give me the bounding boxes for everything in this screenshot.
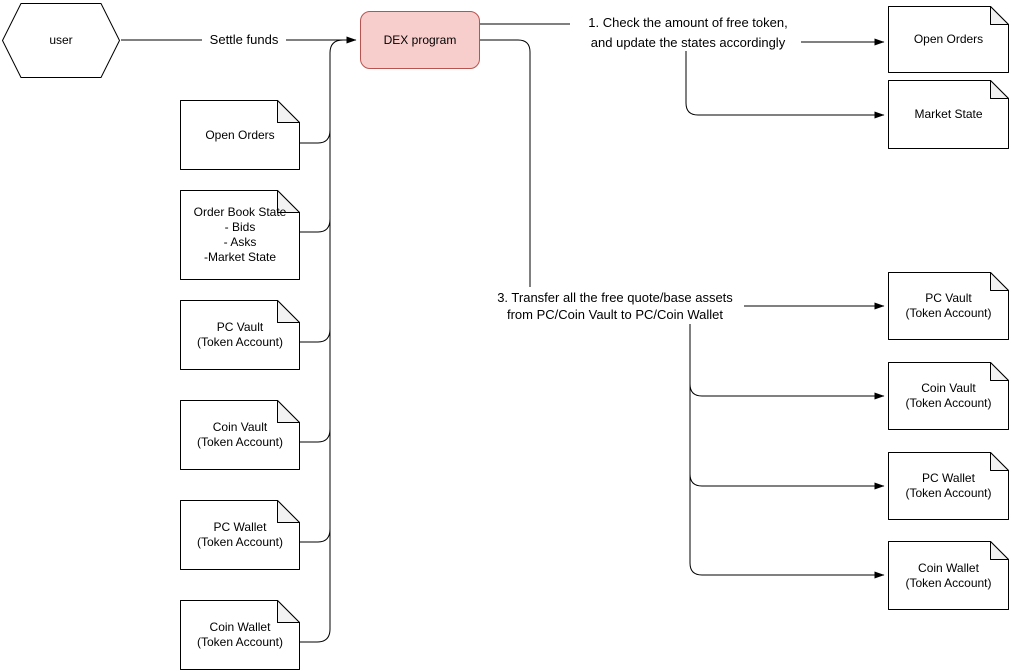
doc-pc-wallet-left[interactable]: PC Wallet (Token Account) bbox=[180, 500, 300, 570]
document-shape bbox=[180, 300, 300, 370]
edge-step1-to-market-state bbox=[685, 51, 885, 119]
document-shape bbox=[888, 6, 1009, 73]
doc-label: PC Wallet (Token Account) bbox=[196, 520, 284, 549]
edge-leftdocs-trunk bbox=[300, 39, 352, 643]
doc-label: PC Vault (Token Account) bbox=[905, 291, 992, 320]
edge-stub-pc-wallet bbox=[300, 528, 331, 543]
doc-market-state-right[interactable]: Market State bbox=[888, 80, 1009, 149]
document-shape bbox=[180, 190, 300, 280]
doc-label: Open Orders bbox=[913, 32, 984, 46]
edge-step3-to-coin-wallet bbox=[689, 324, 885, 579]
doc-label: Coin Vault (Token Account) bbox=[196, 420, 284, 449]
doc-pc-vault-left[interactable]: PC Vault (Token Account) bbox=[180, 300, 300, 370]
edge-dex-to-step3 bbox=[480, 39, 531, 287]
document-shape bbox=[180, 100, 300, 170]
doc-coin-vault-left[interactable]: Coin Vault (Token Account) bbox=[180, 400, 300, 470]
edge-stub-coin-vault bbox=[300, 428, 331, 443]
document-shape bbox=[888, 80, 1009, 149]
doc-label: Order Book State - Bids - Asks -Market S… bbox=[193, 205, 287, 264]
dex-program-label: DEX program bbox=[383, 32, 457, 47]
doc-coin-vault-right[interactable]: Coin Vault (Token Account) bbox=[888, 362, 1009, 430]
doc-open-orders-right[interactable]: Open Orders bbox=[888, 6, 1009, 73]
doc-coin-wallet-left[interactable]: Coin Wallet (Token Account) bbox=[180, 600, 300, 670]
document-shape bbox=[180, 400, 300, 470]
doc-pc-vault-right[interactable]: PC Vault (Token Account) bbox=[888, 272, 1009, 340]
edge-stub-pc-vault bbox=[300, 328, 331, 343]
doc-pc-wallet-right[interactable]: PC Wallet (Token Account) bbox=[888, 452, 1009, 520]
dex-program-node[interactable]: DEX program bbox=[360, 11, 480, 69]
doc-label: PC Vault (Token Account) bbox=[196, 320, 284, 349]
document-shape bbox=[888, 272, 1009, 340]
document-shape bbox=[888, 541, 1009, 610]
settle-funds-edge-label: Settle funds bbox=[202, 33, 286, 47]
doc-label: Coin Wallet (Token Account) bbox=[905, 560, 992, 590]
user-node-label: user bbox=[49, 33, 73, 47]
doc-label: Market State bbox=[914, 107, 983, 121]
doc-order-book-state-left[interactable]: Order Book State - Bids - Asks -Market S… bbox=[180, 190, 300, 280]
doc-label: Open Orders bbox=[205, 127, 275, 142]
annotation-step3: 3. Transfer all the free quote/base asse… bbox=[497, 290, 733, 322]
doc-coin-wallet-right[interactable]: Coin Wallet (Token Account) bbox=[888, 541, 1009, 610]
edge-stub-open-orders bbox=[300, 129, 331, 144]
edge-step3-to-coin-vault bbox=[689, 383, 885, 400]
user-node[interactable]: user bbox=[2, 3, 120, 78]
annotation-step1: 1. Check the amount of free token, and u… bbox=[588, 15, 788, 50]
doc-label: Coin Vault (Token Account) bbox=[905, 381, 992, 410]
document-shape bbox=[180, 600, 300, 670]
document-shape bbox=[888, 452, 1009, 520]
document-shape bbox=[888, 362, 1009, 430]
hexagon-shape bbox=[2, 3, 120, 78]
document-shape bbox=[180, 500, 300, 570]
doc-label: PC Wallet (Token Account) bbox=[905, 471, 992, 500]
edge-stub-order-book bbox=[300, 218, 331, 233]
edge-step3-to-pc-wallet bbox=[689, 473, 885, 490]
doc-open-orders-left[interactable]: Open Orders bbox=[180, 100, 300, 170]
doc-label: Coin Wallet (Token Account) bbox=[196, 620, 284, 649]
